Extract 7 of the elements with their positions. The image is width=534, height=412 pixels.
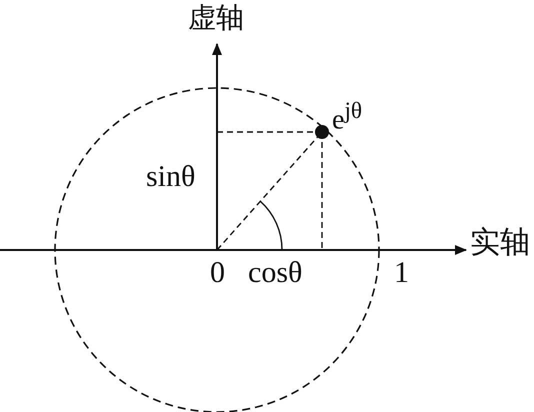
value-label: sinθ	[146, 162, 196, 192]
tick-label: 0	[210, 258, 225, 288]
axis-label: 实轴	[470, 228, 530, 258]
axis-label: 虚轴	[188, 4, 244, 32]
value-label: cosθ	[248, 258, 302, 288]
tick-label: 1	[394, 258, 409, 288]
point-label: e$^{jθ}$	[332, 100, 362, 134]
